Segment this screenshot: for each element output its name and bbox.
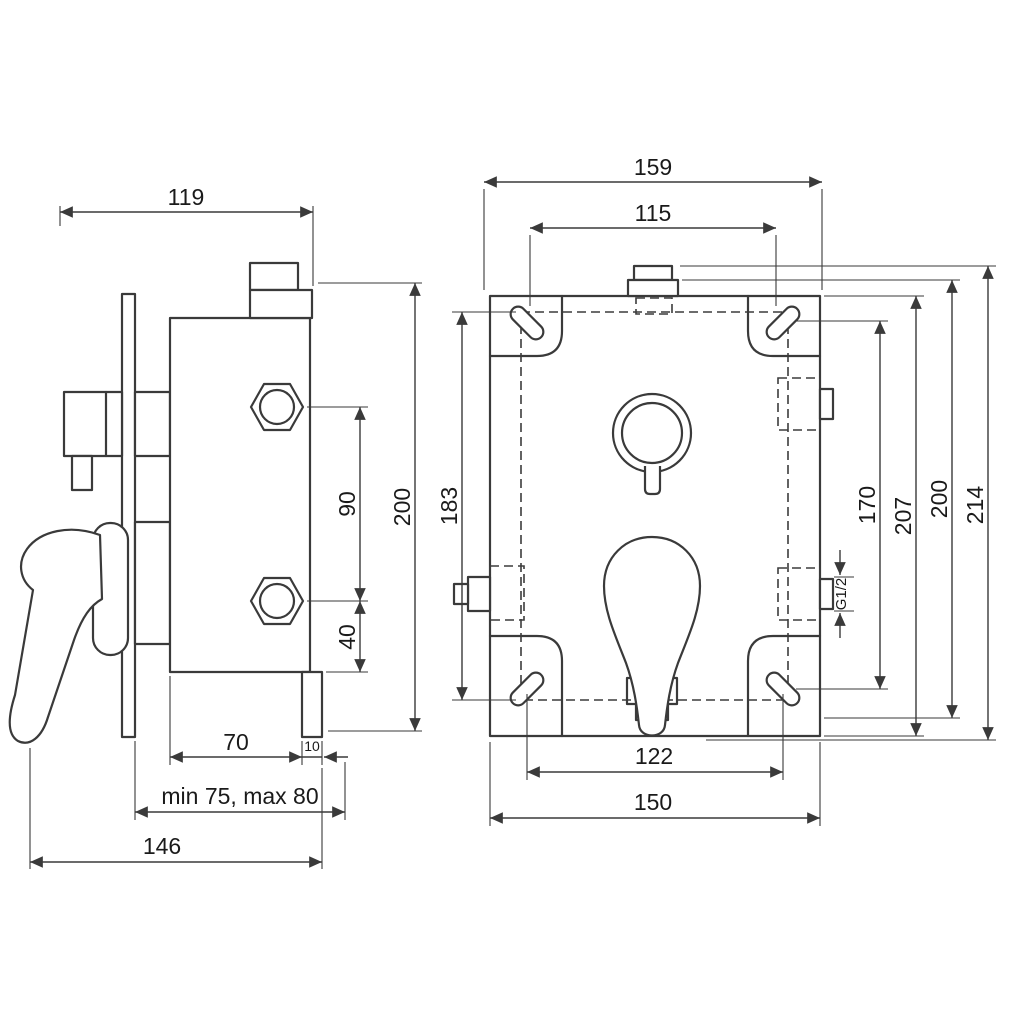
dim-207: 207 [824,295,924,737]
right-lower-connector [777,567,835,621]
mixer-lever-side [8,528,104,744]
dim-119: 119 [59,184,314,286]
mixer-handle-front [602,535,702,737]
lower-hex-nut [249,576,305,626]
dim-label-207: 207 [890,497,916,535]
dim-150: 150 [489,742,821,826]
dim-label-70: 70 [223,729,249,755]
front-view: 159 115 183 170 [436,154,996,826]
dim-label-depth-range: min 75, max 80 [161,783,318,809]
upper-valve-connector [133,390,172,458]
dim-label-90: 90 [334,491,360,517]
mounting-slots [509,305,801,707]
dim-label-40: 40 [334,624,360,650]
mounting-slot-bottom-right [765,671,801,707]
dim-90: 90 [307,406,368,602]
dim-label-10: 10 [304,738,320,754]
side-view-dimensions: 119 200 90 40 [29,184,422,869]
cartridge-housing [133,520,172,646]
dim-label-146: 146 [143,833,181,859]
dim-label-159: 159 [634,154,672,180]
wall-plate [120,292,137,739]
dim-146: 146 [29,748,323,869]
dim-183: 183 [436,311,516,701]
diverter-ring [611,392,693,496]
rear-valve-body [62,390,124,492]
dim-70: 70 [169,676,303,765]
dim-170: 170 [796,320,888,690]
dim-label-200-front: 200 [926,480,952,518]
dim-label-g12: G1/2 [833,578,850,611]
dim-label-119: 119 [168,184,205,210]
mounting-slot-bottom-left [509,671,545,707]
dim-214: 214 [680,265,996,741]
dim-200-side: 200 [318,282,422,732]
right-upper-connector [777,377,835,431]
dim-label-200-side: 200 [389,488,415,526]
top-connector [626,264,680,298]
dim-label-214: 214 [962,486,988,525]
dim-label-150: 150 [634,789,672,815]
top-connector-hidden [635,297,673,315]
outlet-pipe [248,261,314,320]
dim-depth-range: min 75, max 80 [134,741,346,820]
dim-label-170: 170 [854,486,880,524]
dim-label-122: 122 [635,743,673,769]
side-view: 119 200 90 40 [8,184,422,869]
dim-200-front: 200 [682,279,960,719]
dim-40: 40 [326,601,368,673]
mounting-slot-top-right [765,305,801,341]
corner-pads [488,294,822,738]
dim-label-183: 183 [436,487,462,525]
mounting-slot-top-left [509,305,545,341]
front-view-dimensions: 159 115 183 170 [436,154,996,826]
dim-label-115: 115 [635,200,672,226]
dim-122: 122 [526,694,784,780]
dim-159: 159 [483,154,823,290]
upper-hex-nut [249,382,305,432]
dim-g12: G1/2 [833,550,854,638]
dim-10: 10 [302,738,348,765]
bottom-foot [300,670,324,739]
dim-115: 115 [529,200,777,306]
